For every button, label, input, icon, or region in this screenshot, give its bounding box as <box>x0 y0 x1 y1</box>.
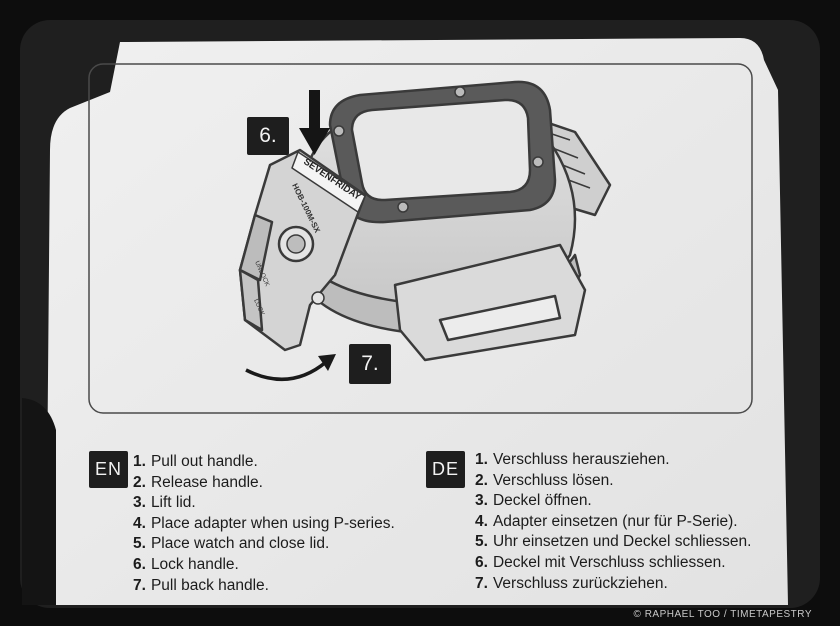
list-item: 6.Lock handle. <box>133 555 239 573</box>
list-item: 6.Deckel mit Verschluss schliessen. <box>475 553 726 571</box>
watch-tool-illustration <box>238 80 612 362</box>
list-item: 5.Uhr einsetzen und Deckel schliessen. <box>475 533 752 551</box>
list-item: 3.Lift lid. <box>133 494 196 512</box>
list-item: 4.Place adapter when using P-series. <box>133 514 395 532</box>
card-notch <box>22 398 56 605</box>
en-instruction-list: 1.Pull out handle. 2.Release handle. 3.L… <box>133 452 395 596</box>
illustration-frame <box>88 63 753 414</box>
en-language-badge: EN <box>89 451 128 488</box>
list-item: 2.Verschluss lösen. <box>475 471 614 489</box>
photo-credit: © RAPHAEL TOO / TIMETAPESTRY <box>633 609 812 620</box>
list-item: 3.Deckel öffnen. <box>475 492 592 510</box>
list-item: 1.Pull out handle. <box>133 453 258 470</box>
down-arrow-icon <box>299 90 330 155</box>
list-item: 2.Release handle. <box>133 473 263 491</box>
list-item: 4.Adapter einsetzen (nur für P-Serie). <box>475 512 738 530</box>
curved-arrow-icon <box>245 354 336 382</box>
de-language-badge: DE <box>426 451 465 488</box>
list-item: 1.Verschluss herausziehen. <box>475 451 670 468</box>
step-6-badge: 6. <box>247 117 289 155</box>
step-7-badge: 7. <box>349 344 391 384</box>
list-item: 7.Pull back handle. <box>133 576 269 594</box>
list-item: 5.Place watch and close lid. <box>133 535 330 553</box>
list-item: 7.Verschluss zurückziehen. <box>475 574 668 592</box>
de-instruction-list: 1.Verschluss herausziehen. 2.Verschluss … <box>475 450 751 594</box>
